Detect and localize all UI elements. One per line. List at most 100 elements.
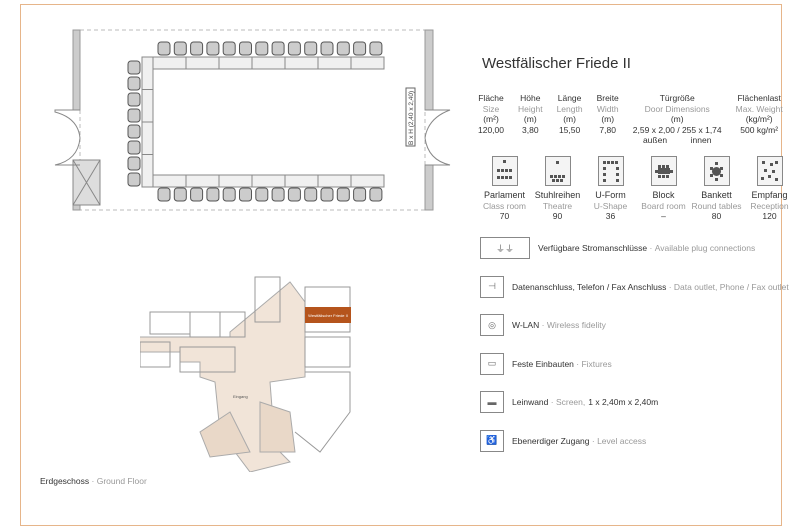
chair <box>255 41 269 56</box>
spec-unit: (m) <box>670 114 684 124</box>
chair <box>271 187 285 202</box>
floor-caption: Erdgeschoss · Ground Floor <box>40 476 147 486</box>
feature-2: ◎W-LAN · Wireless fidelity <box>480 314 606 336</box>
feature-label: Ebenerdiger Zugang <box>512 435 590 446</box>
layout-label: Stuhlreihen <box>534 190 581 200</box>
caption-en: Ground Floor <box>96 476 147 486</box>
spec-value: 120,00 <box>478 124 504 135</box>
spec-value: 15,50 <box>558 124 581 135</box>
ground-floor-plan: Westfälischer Friede II Eingang <box>140 276 351 472</box>
classroom-icon <box>491 156 518 186</box>
chair <box>127 156 141 171</box>
layout-label: U-Form <box>595 190 626 200</box>
feature-label-en: Fixtures <box>581 358 612 369</box>
spec-value: 3,80 <box>522 124 539 135</box>
layout-label-en: Class room <box>483 200 526 211</box>
spec-unit: (m) <box>563 114 576 124</box>
table <box>251 174 286 188</box>
caption-de: Erdgeschoss <box>40 476 90 486</box>
entrance-label: Eingang <box>233 394 248 399</box>
chair <box>157 187 171 202</box>
chair <box>336 187 350 202</box>
spec-value: 500 kg/m² <box>740 124 779 135</box>
room-seating-plan: B x H (2,40 x 2,40) <box>54 29 451 211</box>
table <box>141 56 154 90</box>
chair <box>287 187 301 202</box>
spec-label-en: Height <box>518 103 543 114</box>
wifi-icon: ◎ <box>480 314 504 336</box>
table <box>350 56 385 70</box>
layout-capacity: – <box>661 211 666 221</box>
caption-sep: · <box>89 476 97 486</box>
spec-unit: (m²) <box>483 114 499 124</box>
boardroom-icon <box>650 156 677 186</box>
feature-label-en: Wireless fidelity <box>546 320 606 330</box>
highlighted-room-label: Westfälischer Friede II <box>308 313 348 318</box>
layout-capacity: 120 <box>762 211 777 221</box>
screen-label: B x H (2,40 x 2,40) <box>408 91 415 145</box>
highlighted-room[interactable] <box>305 307 351 323</box>
feature-label: Datenanschluss, Telefon / Fax Anschluss <box>512 281 667 292</box>
data-outlet-icon: ⊣ <box>480 275 504 298</box>
spec-unit: (m) <box>523 114 537 124</box>
table <box>141 154 154 188</box>
chair <box>287 41 301 56</box>
feature-0: ⏚⏚Verfügbare Stromanschlüsse · Available… <box>480 237 755 259</box>
spec-label: Höhe <box>520 93 541 103</box>
table <box>218 174 253 188</box>
spec-label: Flächenlast <box>737 93 781 103</box>
spec-value: 2,59 x 2,00 / 255 x 1,74 <box>632 124 722 135</box>
table <box>317 56 352 70</box>
reception-icon <box>756 156 783 186</box>
feature-label: Verfügbare Stromanschlüsse <box>538 243 648 253</box>
layout-label: Empfang <box>751 190 788 200</box>
feature-label-en: Data outlet, Phone / Fax outlet <box>673 281 789 292</box>
chair <box>271 41 285 56</box>
spec-label: Fläche <box>478 93 504 103</box>
spec-label-en: Door Dimensions <box>644 103 710 114</box>
layout-label-en: Reception <box>750 200 789 211</box>
chair <box>369 187 383 202</box>
feature-label-en: Level access <box>597 435 647 446</box>
layout-label-en: Round tables <box>691 200 742 211</box>
chair <box>206 41 220 56</box>
chair <box>127 108 141 123</box>
theatre-icon <box>544 156 571 186</box>
chair <box>320 41 334 56</box>
spec-label-en: Length <box>556 103 583 114</box>
table <box>218 56 253 70</box>
chair <box>239 187 252 202</box>
chair <box>304 41 318 56</box>
fixtures-icon: ▭ <box>480 352 504 375</box>
table <box>185 56 220 70</box>
chair <box>369 41 383 56</box>
table <box>350 174 385 188</box>
chair <box>336 41 350 56</box>
chair <box>190 187 204 202</box>
chair <box>304 187 318 202</box>
spec-unit: (kg/m²) <box>745 114 773 124</box>
layout-label: Parlament <box>483 190 526 200</box>
room-title: Westfälischer Friede II <box>482 55 631 72</box>
feature-label-en: Available plug connections <box>654 243 756 253</box>
layout-label-en: Board room <box>641 200 686 211</box>
level-access-icon: ♿ <box>480 429 504 452</box>
chair <box>127 60 141 75</box>
plug-icon: ⏚⏚ <box>480 237 530 259</box>
screen-icon: ▬ <box>480 391 504 413</box>
chair <box>157 41 171 56</box>
table <box>152 56 187 70</box>
chair <box>239 41 252 56</box>
